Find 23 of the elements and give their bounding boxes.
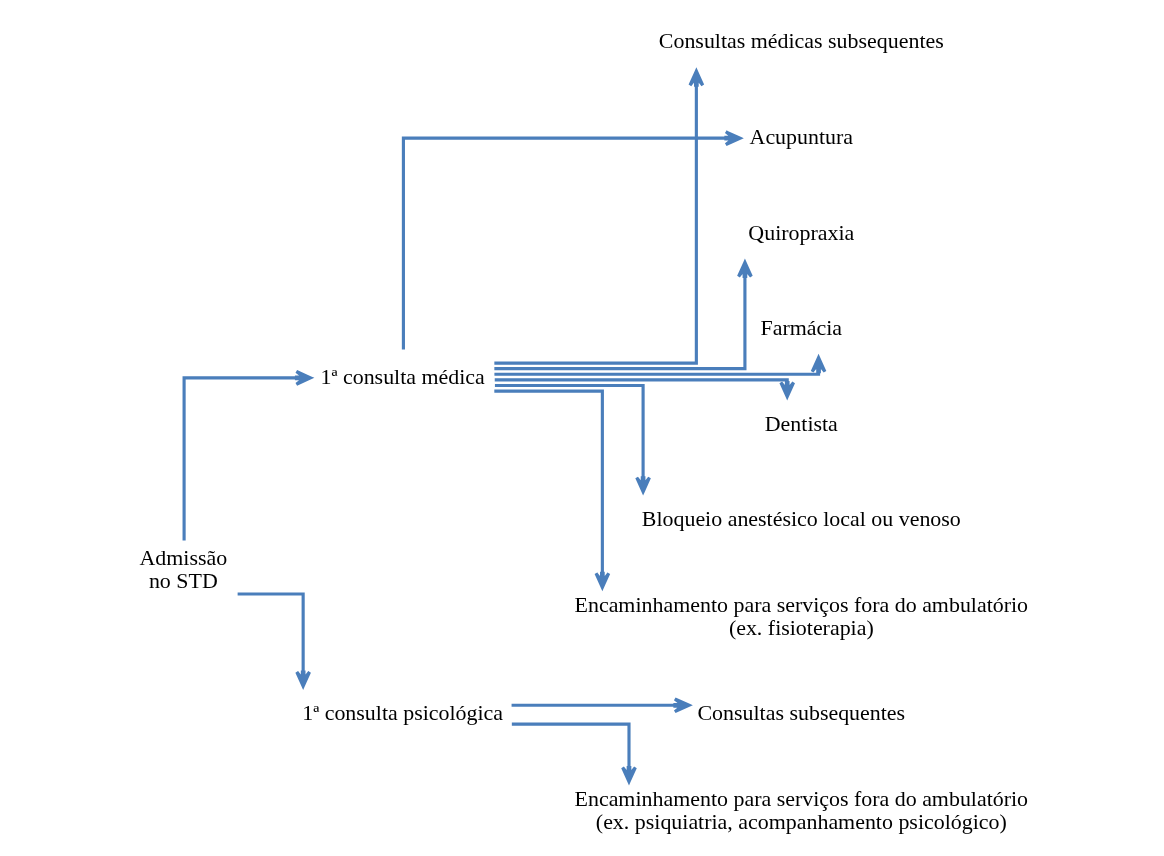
arrow — [511, 697, 691, 714]
arrow — [494, 383, 651, 494]
arrow — [494, 260, 753, 371]
arrow — [237, 592, 312, 688]
arrow — [494, 389, 611, 590]
node-text: Encaminhamento para serviços fora do ambulatório (ex. psiquiatria, acompanhamento psicológico) — [574, 785, 1029, 835]
arrow — [494, 355, 827, 376]
node-text: Acupuntura — [749, 123, 854, 149]
node-text: Consultas subsequentes — [697, 700, 906, 726]
arrow — [182, 369, 313, 541]
node-text: Dentista — [764, 410, 838, 436]
node-text: Farmácia — [760, 315, 843, 341]
arrow — [494, 69, 705, 365]
node-text: Admissão no STD — [139, 544, 228, 594]
node-text: Quiropraxia — [748, 219, 855, 245]
node-text: Bloqueio anestésico local ou venoso — [641, 506, 961, 532]
arrow — [494, 378, 796, 399]
arrow — [401, 130, 742, 350]
node-text: 1ª consulta psicológica — [302, 700, 504, 726]
node-text: 1ª consulta médica — [320, 363, 485, 389]
arrow — [511, 722, 637, 784]
node-text: Encaminhamento para serviços fora do ambulatório (ex. fisioterapia) — [574, 591, 1029, 641]
node-text: Consultas médicas subsequentes — [658, 28, 944, 54]
